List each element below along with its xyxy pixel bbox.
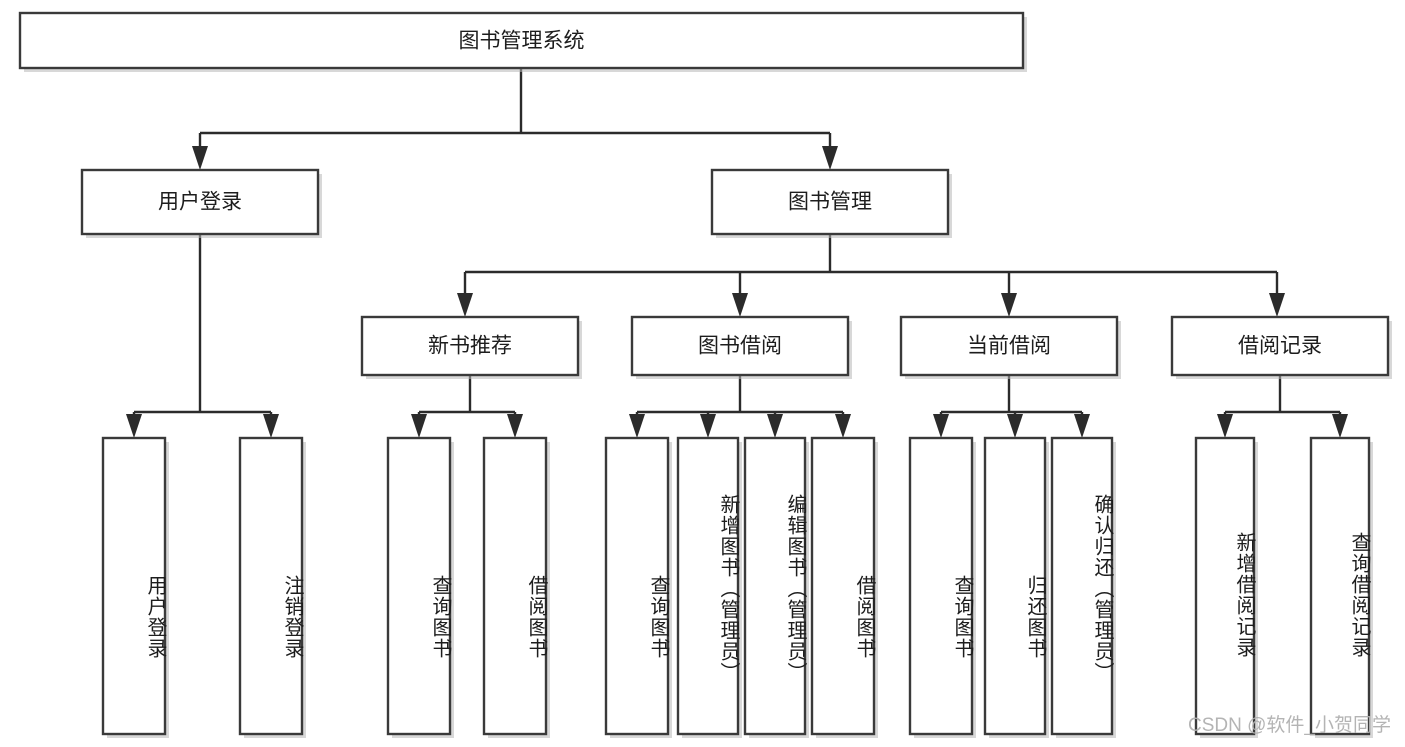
arrow-head-leaf-confirm-return [1074,414,1090,438]
node-leaf-edit-book-box[interactable] [743,436,807,736]
arrow-head-leaf-logout [263,414,279,438]
node-leaf-query-book-current[interactable] [908,436,976,738]
node-leaf-add-borrow-record-box[interactable] [1194,436,1256,736]
node-leaf-return-book-box[interactable] [983,436,1047,736]
arrow-head-leaf-borrow-book [835,414,851,438]
node-root-label: 图书管理系统 [459,30,585,53]
node-leaf-query-book-borrow[interactable] [604,436,672,738]
csdn-watermark: CSDN @软件_小贺同学 [1188,715,1391,736]
arrow-head-new-book-recommend [457,293,473,317]
node-user-login-box[interactable] [80,168,320,236]
node-new-book-recommend-box[interactable] [360,315,580,377]
node-leaf-query-book-recommend[interactable] [386,436,454,738]
node-book-borrow[interactable]: 图书借阅 [630,315,852,379]
connector-group-book-borrow-leaves [629,375,851,438]
node-new-book-recommend[interactable]: 新书推荐 [360,315,582,379]
node-book-borrow-box[interactable] [630,315,850,377]
node-leaf-confirm-return[interactable] [1050,436,1116,738]
node-root-box[interactable] [18,11,1025,70]
connector-group-current-borrow-leaves [933,375,1090,438]
node-user-login-label: 用户登录 [158,191,242,214]
connector-group-new-book-recommend-leaves [411,375,523,438]
node-leaf-return-book[interactable] [983,436,1049,738]
node-leaf-add-book[interactable] [676,436,742,738]
arrow-head-leaf-return-book [1007,414,1023,438]
arrow-head-user-login [192,146,208,170]
node-leaf-borrow-book[interactable] [810,436,878,738]
node-leaf-query-book-current-box[interactable] [908,436,974,736]
arrow-head-borrow-record [1269,293,1285,317]
arrow-head-leaf-user-login [126,414,142,438]
node-leaf-add-book-box[interactable] [676,436,740,736]
node-leaf-add-borrow-record[interactable] [1194,436,1258,738]
arrow-head-leaf-borrow-book-recommend [507,414,523,438]
node-leaf-user-login[interactable] [101,436,169,738]
arrow-head-book-borrow [732,293,748,317]
arrow-head-leaf-edit-book [767,414,783,438]
node-root[interactable]: 图书管理系统 [18,11,1027,72]
node-leaf-borrow-book-box[interactable] [810,436,876,736]
arrow-head-leaf-query-book-recommend [411,414,427,438]
node-book-manage[interactable]: 图书管理 [710,168,952,238]
node-leaf-logout-box[interactable] [238,436,304,736]
node-leaf-logout[interactable] [238,436,306,738]
node-leaf-query-book-borrow-box[interactable] [604,436,670,736]
arrow-head-book-manage [822,146,838,170]
node-leaf-borrow-book-recommend-box[interactable] [482,436,548,736]
node-leaf-confirm-return-box[interactable] [1050,436,1114,736]
node-current-borrow-label: 当前借阅 [967,335,1051,358]
node-current-borrow-box[interactable] [899,315,1119,377]
node-leaf-edit-book[interactable] [743,436,809,738]
node-book-manage-box[interactable] [710,168,950,236]
node-borrow-record-box[interactable] [1170,315,1390,377]
connector-group-book-manage [457,234,1285,317]
connector-group-borrow-record-leaves [1217,375,1348,438]
node-current-borrow[interactable]: 当前借阅 [899,315,1121,379]
node-leaf-query-borrow-record[interactable] [1309,436,1373,738]
node-new-book-recommend-label: 新书推荐 [428,335,512,358]
arrow-head-leaf-query-book-current [933,414,949,438]
arrow-head-leaf-query-book-borrow [629,414,645,438]
connector-group-root [192,68,838,170]
node-borrow-record[interactable]: 借阅记录 [1170,315,1392,379]
node-leaf-user-login-box[interactable] [101,436,167,736]
arrow-head-current-borrow [1001,293,1017,317]
connector-group-user-login-leaves [126,234,279,438]
arrow-head-leaf-query-borrow-record [1332,414,1348,438]
arrow-head-leaf-add-book [700,414,716,438]
node-leaf-borrow-book-recommend[interactable] [482,436,550,738]
arrow-head-leaf-add-borrow-record [1217,414,1233,438]
node-book-borrow-label: 图书借阅 [698,335,782,358]
node-borrow-record-label: 借阅记录 [1238,335,1322,358]
node-book-manage-label: 图书管理 [788,191,872,214]
node-user-login[interactable]: 用户登录 [80,168,322,238]
node-leaf-query-borrow-record-box[interactable] [1309,436,1371,736]
node-leaf-query-book-recommend-box[interactable] [386,436,452,736]
